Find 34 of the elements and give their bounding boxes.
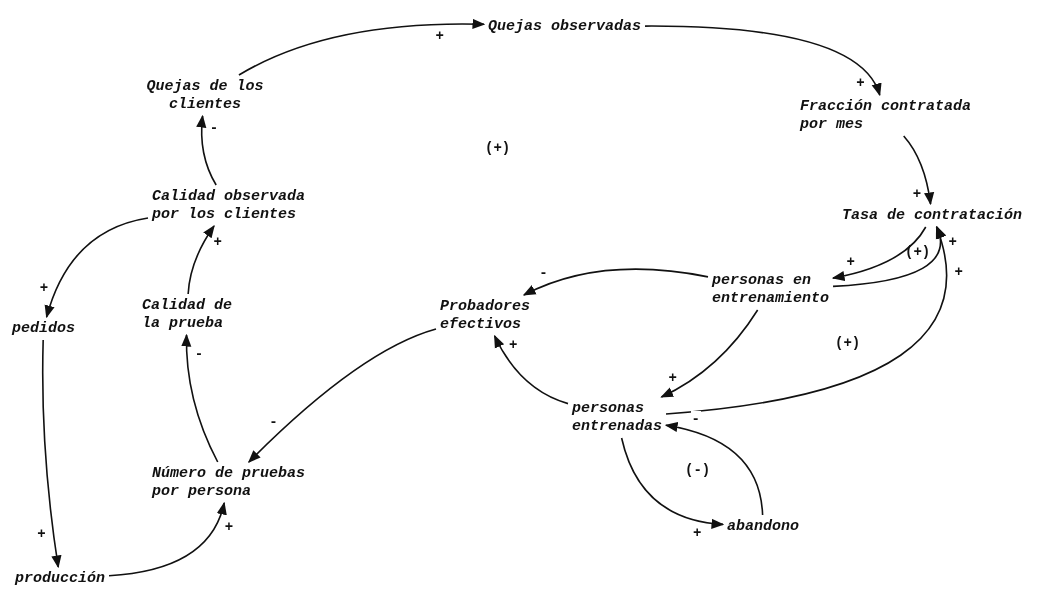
loop-polarity-label: (+) <box>835 335 861 351</box>
causal-arrow <box>238 19 486 76</box>
loop-polarity-label: (+) <box>905 244 931 260</box>
variable-label: personas entrenadas <box>572 400 663 436</box>
causal-arrow <box>644 25 881 97</box>
variable-label: Calidad de la prueba <box>142 297 233 333</box>
variable-label: Quejas de los clientes <box>145 78 265 114</box>
variable-label: Tasa de contratación <box>842 207 1024 225</box>
variable-label: abandono <box>727 518 800 536</box>
variable-label: Probadores efectivos <box>440 298 531 334</box>
variable-label: Quejas observadas <box>488 18 643 36</box>
causal-arrow <box>108 501 227 577</box>
causal-arrow <box>902 135 934 206</box>
causal-arrow <box>665 225 948 415</box>
variable-label: personas en entrenamiento <box>712 272 831 308</box>
causal-arrow <box>181 333 219 463</box>
variable-label: pedidos <box>12 320 76 338</box>
loop-polarity-label: (+) <box>485 140 511 156</box>
causal-arrow <box>247 328 437 463</box>
causal-arrow <box>660 309 759 398</box>
loop-polarity-label: (-) <box>685 462 711 478</box>
variable-label: Número de pruebas por persona <box>152 465 307 501</box>
causal-arrow <box>187 224 215 295</box>
causal-arrow <box>45 217 149 319</box>
variable-label: producción <box>15 570 106 588</box>
variable-label: Fracción contratada por mes <box>800 98 973 134</box>
causal-arrow <box>41 339 62 569</box>
causal-arrow <box>831 226 927 281</box>
causal-arrow <box>196 114 217 186</box>
variable-label: Calidad observada por los clientes <box>152 188 307 224</box>
causal-arrow <box>620 437 725 529</box>
causal-arrow <box>493 334 569 405</box>
causal-arrow <box>664 422 764 516</box>
causal-arrow <box>522 268 709 296</box>
